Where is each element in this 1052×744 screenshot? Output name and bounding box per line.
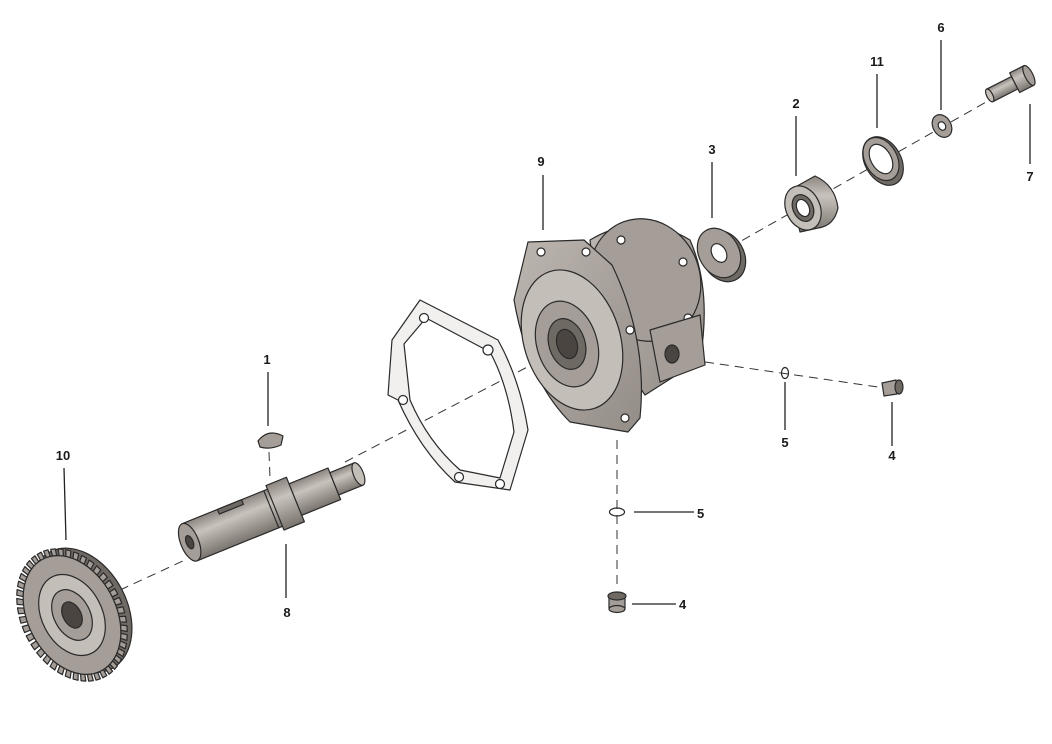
callout-4-bottom: 4 [679, 597, 687, 612]
part-7-bolt [984, 64, 1036, 103]
callout-6: 6 [937, 20, 944, 35]
housing-front-hole-4 [620, 413, 630, 423]
gasket-hole-4 [453, 471, 465, 483]
housing-rear-hole-2 [678, 257, 688, 267]
callout-9: 9 [537, 154, 544, 169]
key-shape [257, 432, 284, 449]
part-8-shaft [177, 462, 366, 562]
callout-4-side: 4 [888, 448, 896, 463]
callout-labels: 1 2 3 4 4 5 5 6 7 8 9 10 11 [56, 20, 1034, 620]
callout-3: 3 [708, 142, 715, 157]
shaft-groove [263, 490, 280, 529]
callout-7: 7 [1026, 169, 1033, 184]
housing-front-hole-2 [581, 247, 591, 257]
callout-5-bottom: 5 [697, 506, 704, 521]
part-4-plug-side [881, 379, 904, 397]
housing-front-hole-1 [536, 247, 546, 257]
housing-gasket [387, 299, 529, 491]
part-4-plug-bottom [607, 591, 627, 614]
gasket-outline [387, 299, 529, 491]
gasket-hole-2 [482, 344, 494, 356]
o-ring-bottom-shape [608, 507, 626, 517]
plug-side-body [881, 379, 898, 397]
callout-1: 1 [263, 352, 270, 367]
part-5-o-ring-bottom [608, 507, 626, 517]
bearing-bore [795, 198, 811, 218]
gasket-hole-1 [418, 312, 430, 324]
housing-rear-hole-1 [616, 235, 626, 245]
part-2-ball-bearing [784, 175, 839, 233]
bolt-head-face [1022, 64, 1036, 87]
callout-5-side: 5 [781, 435, 788, 450]
part-5-o-ring-side [780, 366, 790, 380]
part-9-housing [513, 218, 706, 433]
shaft-keyway [216, 499, 245, 515]
part-1-woodruff-key [257, 432, 284, 449]
key-axis [268, 451, 271, 479]
washer-hole [710, 243, 728, 263]
small-washer-hole [937, 121, 947, 131]
gear-bore [61, 601, 83, 629]
leader-10 [63, 467, 67, 541]
callout-11: 11 [870, 54, 884, 69]
shaft-center-hole [184, 534, 195, 550]
plug-bottom-head [607, 591, 627, 601]
part-6-washer [931, 114, 953, 138]
leader-lines [63, 40, 1031, 605]
plug-bottom-base [608, 604, 626, 614]
gasket-hole-3 [397, 394, 409, 406]
callout-10: 10 [56, 448, 70, 463]
side-axis-horizontal-plug [704, 361, 886, 389]
main-axis-gear-to-shaft [119, 559, 186, 591]
o-ring-side-shape [780, 366, 790, 380]
callout-8: 8 [283, 605, 290, 620]
part-10-spur-gear [16, 547, 133, 682]
bolt-tip [984, 88, 995, 103]
housing-bore [555, 328, 579, 360]
seal-hole [868, 143, 894, 175]
part-11-oil-seal [862, 136, 904, 186]
housing-side-port [664, 344, 680, 364]
gasket-hole-5 [494, 478, 506, 490]
part-3-thrust-washer [696, 227, 747, 283]
callout-2: 2 [792, 96, 799, 111]
main-axis-shaft-to-housing [344, 349, 561, 463]
plug-side-head [894, 379, 904, 395]
housing-front-hole-3 [625, 325, 635, 335]
